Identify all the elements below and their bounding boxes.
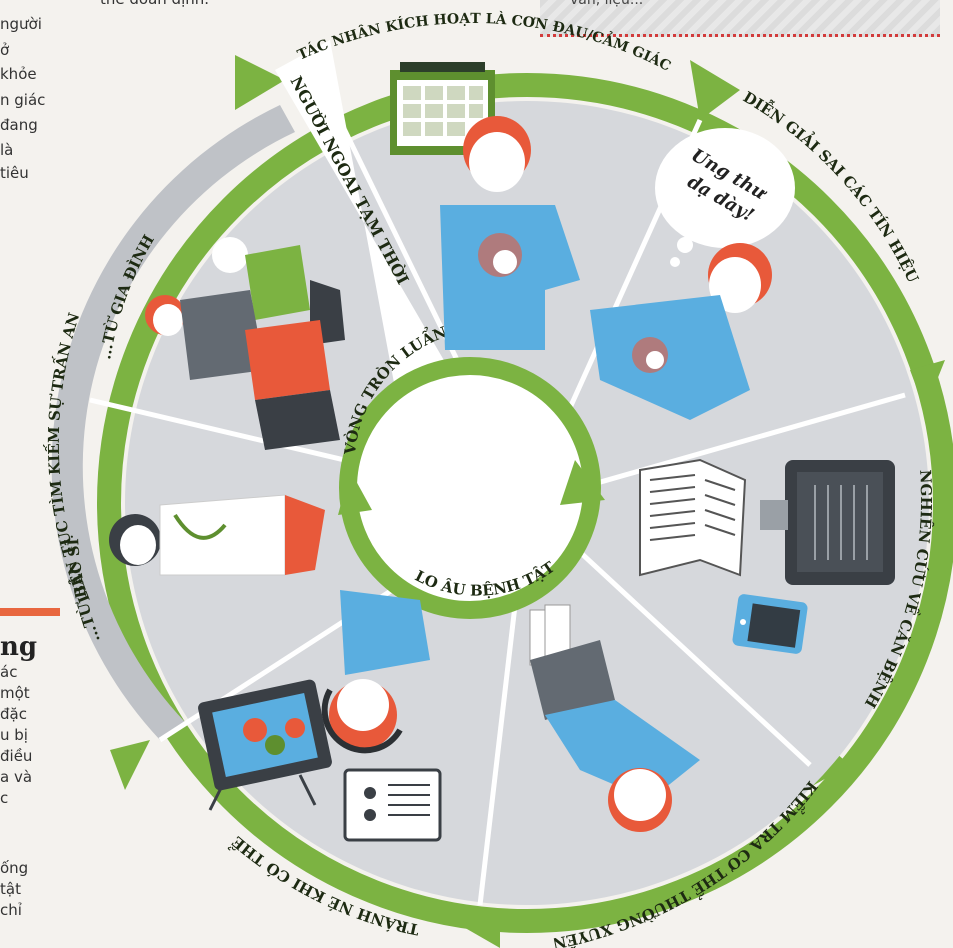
left-text-line: một	[0, 684, 30, 702]
top-note-text: vấn, liệu...	[570, 0, 644, 8]
center-disk	[355, 373, 585, 603]
top-note-box: vấn, liệu...	[540, 0, 940, 37]
left-text-line: đang	[0, 116, 38, 134]
radio-icon	[343, 768, 442, 842]
left-text-line: đặc	[0, 705, 27, 723]
person-in-pain-icon	[440, 116, 580, 350]
left-text-line: ác	[0, 663, 18, 681]
tablet-icon	[732, 594, 808, 654]
left-text-line: u bị	[0, 726, 28, 744]
book-icon	[639, 458, 747, 577]
left-text-line: điều	[0, 747, 33, 765]
ring-arrow-icon	[690, 60, 740, 120]
left-text-line: tiêu	[0, 164, 29, 182]
doctor-icon	[109, 494, 325, 576]
left-text-line: là	[0, 141, 14, 159]
relief-wedge	[275, 40, 527, 503]
ring-arrow-icon	[110, 740, 150, 790]
body-check-person-icon	[529, 604, 700, 832]
section-heading: ng	[0, 632, 38, 662]
left-text-line: ống	[0, 859, 29, 877]
worried-person-icon	[590, 243, 772, 420]
inner-arrow-icon	[560, 460, 605, 505]
left-text-line: chỉ	[0, 901, 22, 919]
left-text-line: tật	[0, 880, 21, 898]
reassurance-band	[51, 105, 295, 740]
left-text-line: n giác	[0, 91, 46, 109]
outer-ring	[97, 73, 953, 933]
section-rule	[0, 608, 60, 616]
left-text-line: a và	[0, 768, 33, 786]
ring-arrow-icon	[910, 360, 945, 410]
monitor-icon	[760, 460, 895, 585]
family-icon	[145, 237, 345, 450]
inner-arrow-icon	[338, 470, 372, 515]
tv-icon	[198, 679, 332, 811]
top-fragment-text: thể đoán định.	[100, 0, 209, 8]
left-text-line: khỏe	[0, 65, 37, 83]
left-text-line: ở	[0, 41, 10, 59]
left-text-line: người	[0, 15, 42, 33]
left-text-line: c	[0, 789, 9, 807]
thought-bubble-icon: Ung thư dạ dày!	[655, 128, 795, 267]
ring-arrow-icon	[235, 55, 285, 110]
avoiding-person-icon	[321, 590, 430, 754]
ring-arrow-icon	[460, 910, 500, 948]
